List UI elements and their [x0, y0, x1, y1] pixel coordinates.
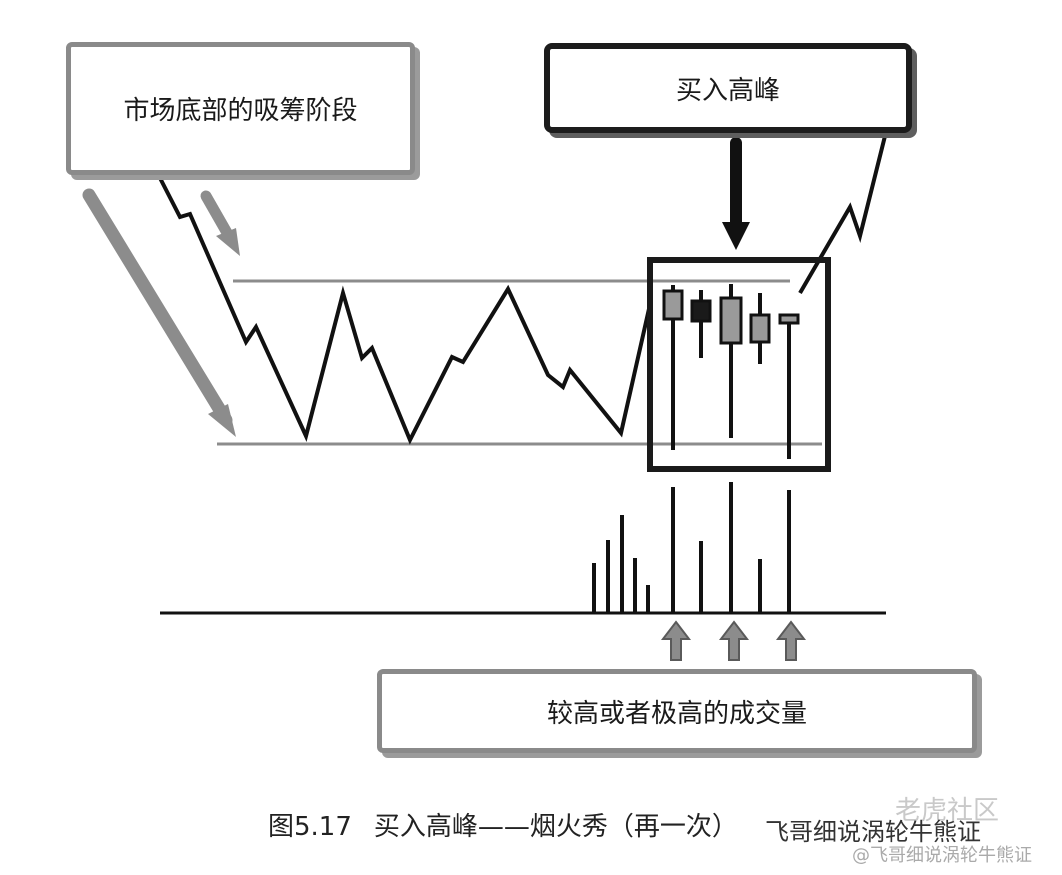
candle-body [778, 313, 800, 325]
figure-caption: 图5.17 买入高峰——烟火秀（再一次） [268, 806, 738, 843]
price-breakout-path [798, 127, 889, 295]
volume-up-arrows [660, 620, 807, 661]
price-path [158, 177, 653, 445]
candle-body [662, 289, 684, 321]
candle-body [690, 299, 712, 323]
short-arrow-shaft [200, 190, 236, 244]
watermark-author: 飞哥细说涡轮牛熊证 [765, 818, 981, 846]
long-arrow-shaft [82, 188, 233, 427]
candle-body [749, 313, 771, 344]
short-arrow-head [216, 228, 240, 256]
candle-body [719, 296, 743, 345]
figure-number: 图5.17 [268, 812, 352, 842]
watermark-community: 老虎社区 [895, 796, 1000, 826]
watermark-author-handle: @飞哥细说涡轮牛熊证 [852, 845, 1032, 866]
volume-bars [592, 482, 791, 612]
buying-climax-label: 买入高峰 [675, 75, 780, 106]
climax-arrow-head [722, 222, 750, 250]
up-arrow-icon [660, 620, 692, 661]
volume-label-box: 较高或者极高的成交量 [377, 669, 977, 753]
climax-arrow [722, 137, 750, 250]
up-arrow-icon [775, 620, 807, 661]
up-arrow-icon [718, 620, 750, 661]
volume-label: 较高或者极高的成交量 [546, 698, 807, 729]
buying-climax-label-box: 买入高峰 [544, 43, 912, 133]
accumulation-arrows [82, 188, 240, 437]
candlesticks [662, 284, 800, 459]
climax-highlight-box [647, 257, 831, 472]
accumulation-label: 市场底部的吸筹阶段 [123, 96, 358, 126]
accumulation-label-box: 市场底部的吸筹阶段 [66, 42, 415, 175]
long-arrow-head [208, 404, 236, 437]
figure-caption-text: 买入高峰——烟火秀（再一次） [373, 812, 738, 842]
